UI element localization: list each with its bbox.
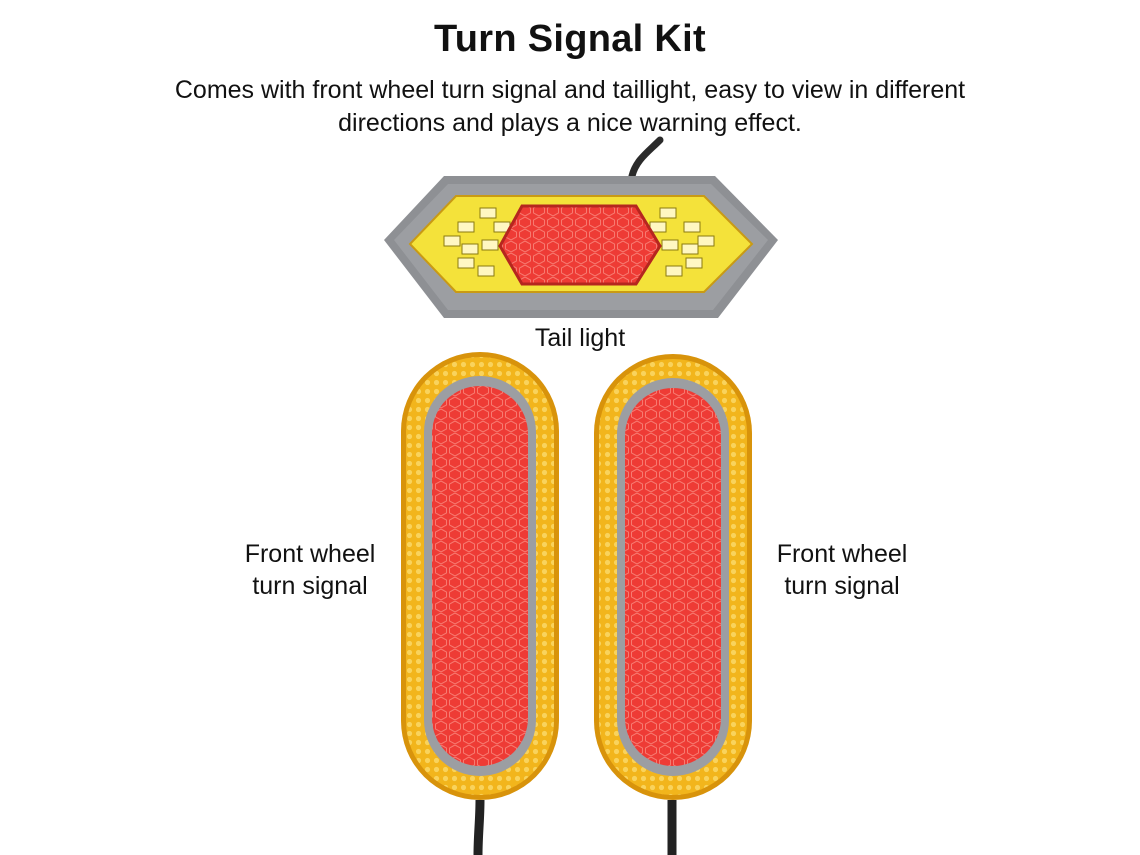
tail-red-lens	[498, 204, 662, 286]
front-right-label-text: Front wheel turn signal	[776, 540, 908, 600]
tail-light-label: Tail light	[534, 324, 626, 352]
front-right-label: Front wheel turn signal	[752, 538, 932, 602]
tail-light	[384, 176, 778, 318]
left-cable	[473, 799, 485, 855]
page-title: Turn Signal Kit	[434, 18, 706, 60]
front-turn-signal-left	[401, 352, 559, 800]
page-subtitle: Comes with front wheel turn signal and t…	[174, 76, 966, 137]
front-turn-signal-right	[594, 354, 752, 800]
front-left-label: Front wheel turn signal	[220, 538, 400, 602]
front-left-label-text: Front wheel turn signal	[244, 540, 376, 600]
tail-cable	[628, 136, 664, 180]
